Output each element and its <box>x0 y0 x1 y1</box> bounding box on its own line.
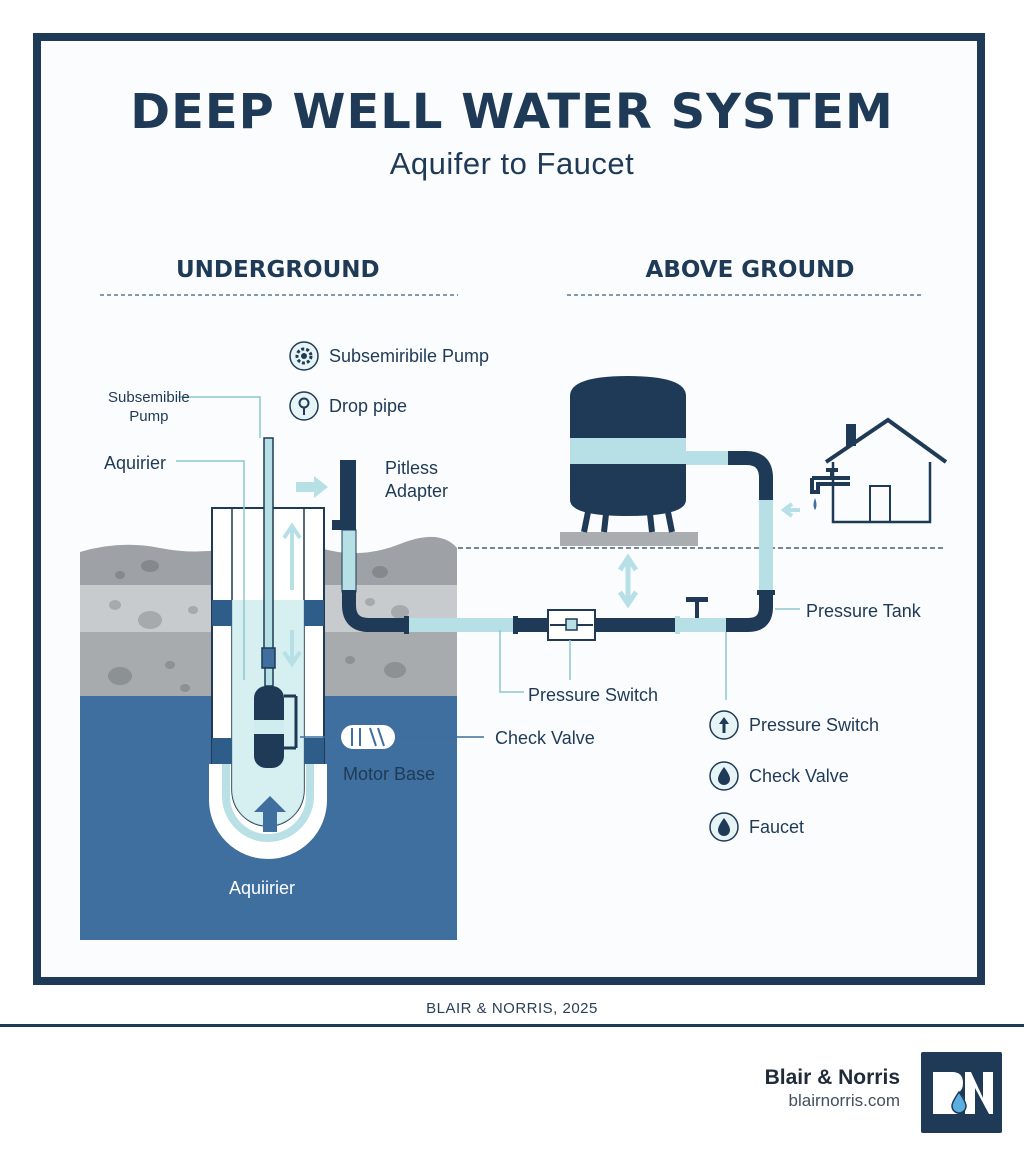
section-underground: UNDERGROUND <box>176 257 380 283</box>
submersible-pump <box>254 686 298 768</box>
page-title: DEEP WELL WATER SYSTEM <box>130 84 894 140</box>
legend-item-pressure-switch: Pressure Switch <box>709 710 879 740</box>
pressure-tank <box>560 376 698 609</box>
bn-logo-icon <box>933 1072 993 1114</box>
brand-url[interactable]: blairnorris.com <box>788 1091 900 1110</box>
label-check-valve: Check Valve <box>495 728 595 748</box>
section-above-ground: ABOVE GROUND <box>645 257 855 283</box>
drop-icon <box>709 812 739 842</box>
label-aquirier-top: Aquirier <box>104 453 167 473</box>
legend-item-pump: Subsemiribile Pump <box>289 341 489 371</box>
brand-logo <box>921 1052 1002 1133</box>
up-arrow-icon <box>709 710 739 740</box>
pitless-adapter <box>332 460 410 632</box>
drop-pipe <box>261 437 276 687</box>
legend-label: Pressure Switch <box>749 714 880 735</box>
legend-label: Check Valve <box>749 765 849 786</box>
flow-arrows <box>254 476 328 832</box>
legend-item-faucet: Faucet <box>709 812 804 842</box>
label-pressure-tank: Pressure Tank <box>806 601 921 621</box>
legend-item-check-valve: Check Valve <box>709 761 849 791</box>
legend-label: Faucet <box>749 816 805 837</box>
brand-name: Blair & Norris <box>764 1066 900 1089</box>
pin-icon <box>289 391 319 421</box>
label-motor-base: Motor Base <box>343 764 436 784</box>
legend-label: Subsemiribile Pump <box>329 345 490 366</box>
service-pipe <box>404 451 775 641</box>
house-icon <box>780 417 948 524</box>
label-subsemibile-pump: Subsemibile Pump <box>108 389 190 425</box>
leader-lines <box>176 396 800 700</box>
label-aquirier-bottom: Aquiirier <box>229 878 296 898</box>
page-subtitle: Aquifer to Faucet <box>389 146 635 181</box>
drop-icon <box>709 761 739 791</box>
credit-line: BLAIR & NORRIS, 2025 <box>426 1000 598 1017</box>
gear-icon <box>289 341 319 371</box>
check-valve-icon <box>300 723 484 751</box>
label-pitless-adapter: Pitless Adapter <box>385 458 449 501</box>
legend-item-drop-pipe: Drop pipe <box>289 391 407 421</box>
legend-label: Drop pipe <box>329 395 408 416</box>
footer-rule <box>0 1024 1024 1027</box>
label-pressure-switch: Pressure Switch <box>528 685 659 705</box>
